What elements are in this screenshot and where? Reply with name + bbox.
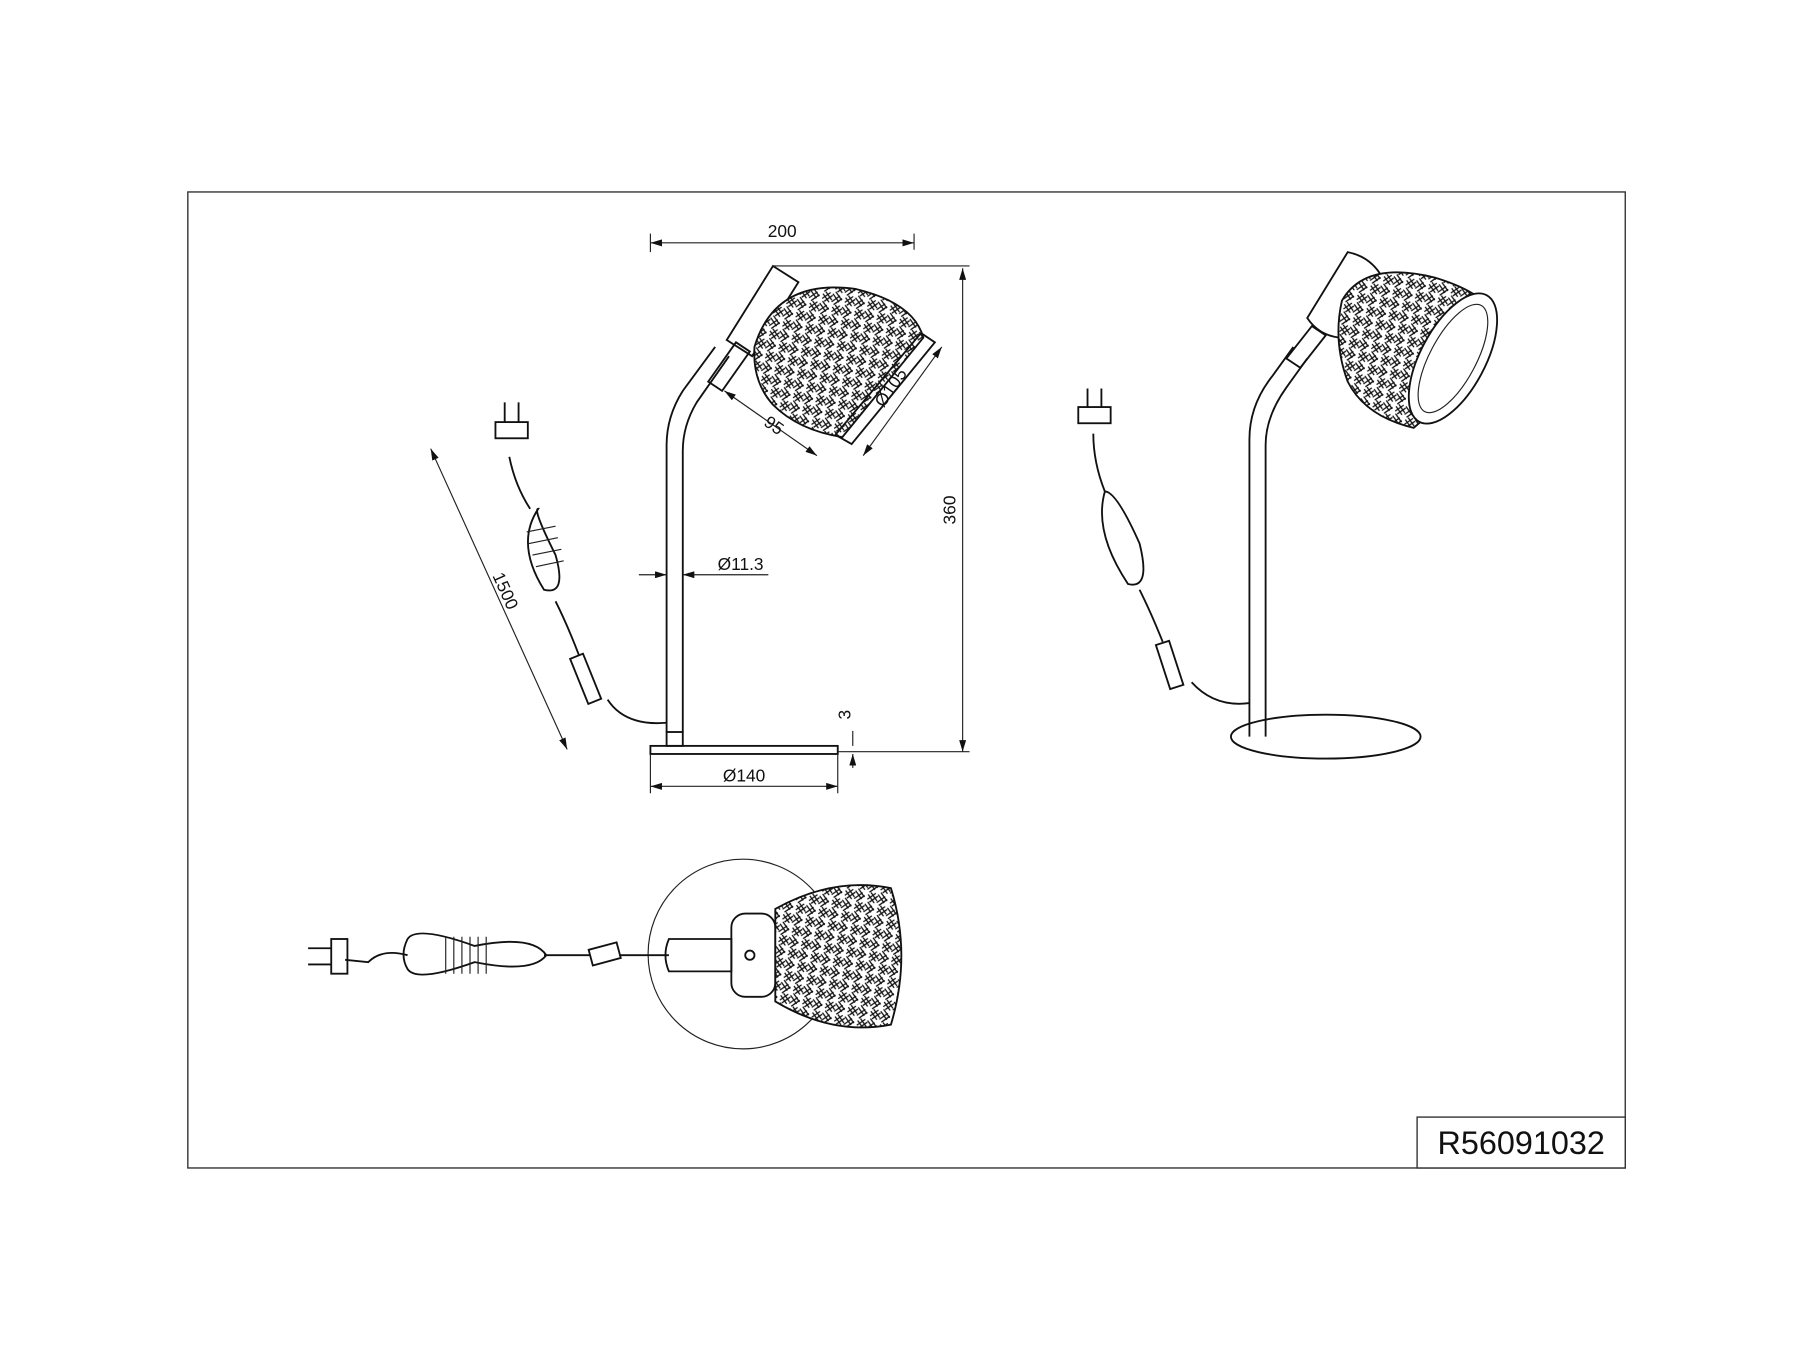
dim-base-diameter: Ø140: [723, 766, 765, 786]
dim-width: 200: [768, 221, 797, 241]
dim-shade-depth: 95: [760, 412, 787, 439]
dim-base-thickness: 3: [834, 710, 854, 720]
perspective-view: [1077, 251, 1499, 760]
dim-cable-length: 1500: [489, 569, 523, 612]
title-box: [1416, 1116, 1626, 1169]
dim-height: 360: [940, 496, 960, 525]
drawing-frame: [187, 191, 1626, 1169]
product-code: R56091032: [1438, 1125, 1605, 1161]
front-view: 200 360 95 Ø105 Ø11.3 1500 3 Ø140: [430, 221, 970, 794]
top-view: [308, 858, 903, 1050]
dim-stem-diameter: Ø11.3: [718, 554, 764, 574]
